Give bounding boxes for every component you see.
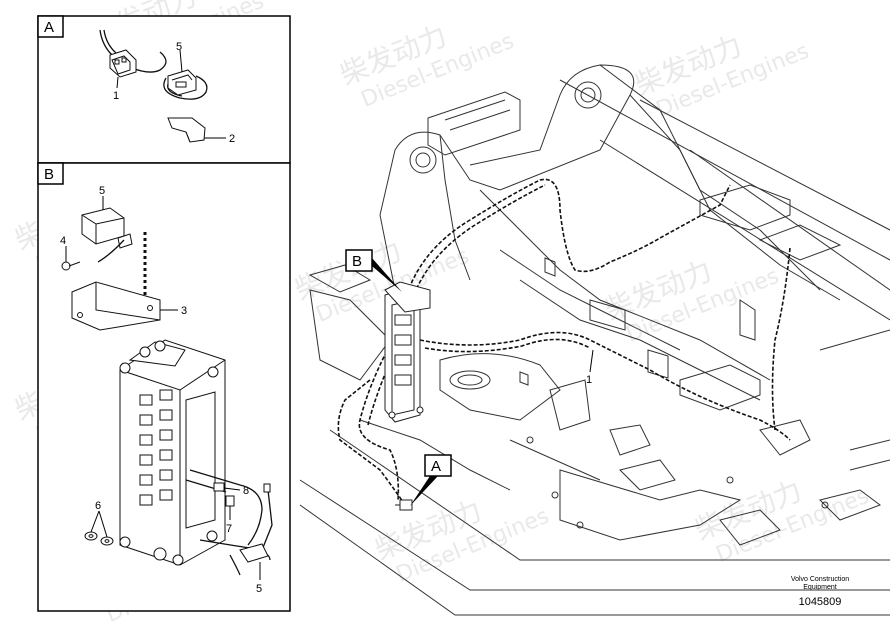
footer-drawing-number: 1045809 bbox=[799, 596, 842, 608]
cable-harness bbox=[337, 178, 791, 506]
panel-a-label-5: 5 bbox=[176, 41, 182, 53]
panel-b-label-8: 8 bbox=[243, 485, 249, 497]
main-callout-a-letter: A bbox=[431, 458, 441, 475]
main-callout-a: A bbox=[410, 454, 452, 506]
footer-company-line2: Equipment bbox=[803, 584, 837, 591]
panel-a-label-2: 2 bbox=[229, 133, 235, 145]
footer-company-line1: Volvo Construction bbox=[791, 576, 849, 583]
main-callout-b-letter: B bbox=[352, 253, 362, 270]
main-callout-b: B bbox=[345, 249, 402, 292]
panel-a-label-1: 1 bbox=[113, 90, 119, 102]
panel-b-label-6: 6 bbox=[95, 500, 101, 512]
main-connector-a bbox=[395, 499, 413, 511]
machine-frame-drawing bbox=[299, 64, 890, 616]
panel-b-label-5-bottom: 5 bbox=[256, 583, 262, 595]
main-leader-1: 1 bbox=[586, 349, 594, 386]
panel-b-label-5-top: 5 bbox=[99, 185, 105, 197]
panel-b-letter: B bbox=[44, 166, 54, 183]
panel-b-label-4: 4 bbox=[60, 235, 66, 247]
panel-b-label-3: 3 bbox=[181, 305, 187, 317]
panel-b-label-7: 7 bbox=[226, 523, 232, 535]
main-fuse-box bbox=[384, 281, 431, 423]
footer-block: Volvo Construction Equipment 1045809 bbox=[791, 576, 849, 608]
main-label-1: 1 bbox=[586, 374, 592, 386]
detail-panel-a: A bbox=[37, 15, 291, 164]
panel-a-letter: A bbox=[44, 19, 54, 36]
detail-panel-b: B bbox=[37, 162, 291, 612]
